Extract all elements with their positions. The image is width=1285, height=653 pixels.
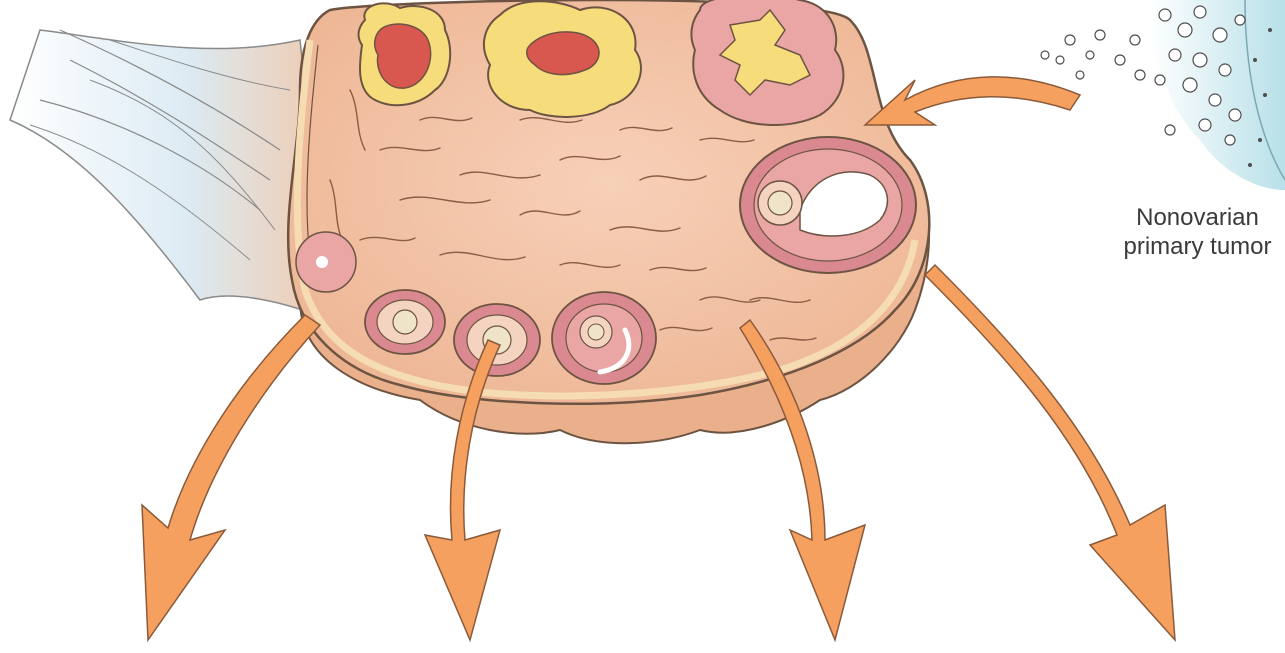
follicle-1 [365,290,445,354]
nonovarian-primary-tumor-label: Nonovarian primary tumor [1110,203,1285,261]
suspensory-ligament [10,30,330,320]
metastasis-arrow-incoming [865,77,1080,125]
label-line-1: Nonovarian [1110,203,1285,232]
follicle-3 [552,292,656,384]
label-line-2: primary tumor [1110,232,1285,261]
corpus-albicans [691,0,843,125]
spread-arrow-4 [925,265,1175,640]
follicle-2 [454,304,540,376]
follicle-edge [296,232,356,292]
corpus-luteum [484,1,641,117]
spread-arrow-1 [142,315,320,640]
corpus-luteum-hemorrhagic [359,3,451,105]
antral-follicle-large [740,137,916,273]
